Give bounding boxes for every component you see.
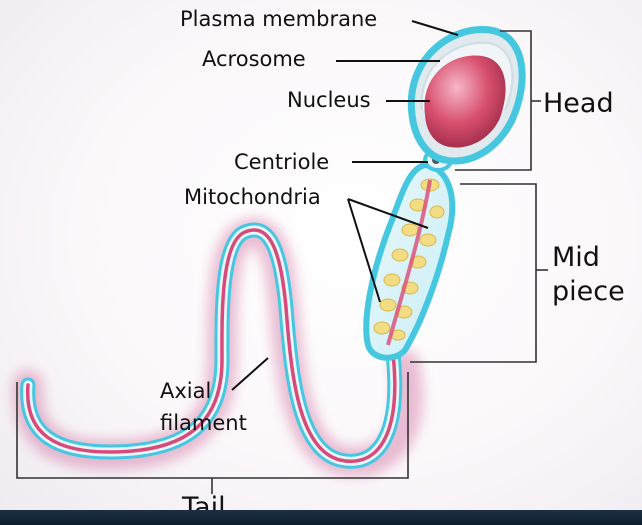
bottom-bar <box>0 510 642 525</box>
axial-filament-line <box>232 358 268 390</box>
mitochondria-label: Mitochondria <box>184 185 321 209</box>
acrosome-label: Acrosome <box>202 47 306 71</box>
filament-label: filament <box>160 411 247 435</box>
centriole-label: Centriole <box>234 150 329 174</box>
sperm-head <box>411 30 522 161</box>
nucleus-label: Nucleus <box>287 88 371 112</box>
mid-piece <box>366 165 452 358</box>
mitochondria-line-2 <box>348 199 380 302</box>
piece-label: piece <box>552 276 625 307</box>
head-label: Head <box>543 88 614 119</box>
mid-label: Mid <box>552 242 600 273</box>
axial-label: Axial <box>160 379 211 403</box>
plasma-membrane-label: Plasma membrane <box>180 7 377 31</box>
plasma-membrane-line <box>412 21 458 35</box>
